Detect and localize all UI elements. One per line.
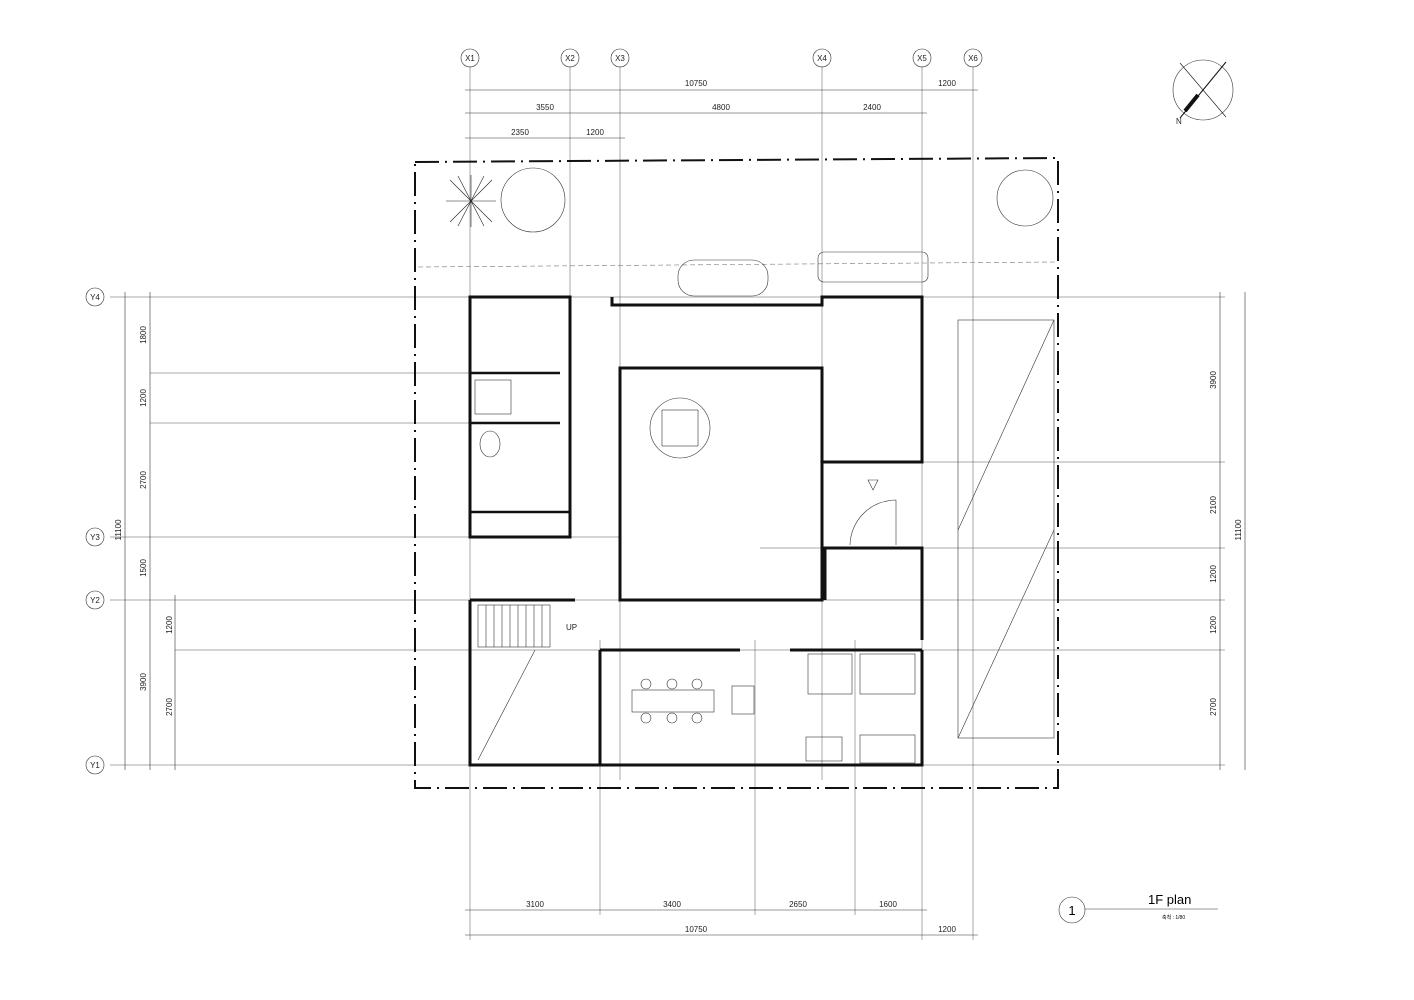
title-block: 1 1F plan 축척 : 1/80 [1058, 892, 1218, 924]
dimension-label: 10750 [685, 79, 708, 88]
dimension-label: 10750 [685, 925, 708, 934]
drawing-title: 1F plan [1148, 892, 1191, 907]
planter-hatched [677, 259, 769, 297]
dimension-label: 2650 [789, 900, 807, 909]
dimension-label: 1200 [1209, 565, 1218, 583]
north-arrow-icon: N [1172, 59, 1234, 126]
dimension-label: 3900 [139, 673, 148, 691]
site-boundary [414, 156, 1059, 789]
dimension-lines [124, 89, 1246, 936]
dimension-label: 2700 [165, 698, 174, 716]
dimension-label: 3550 [536, 103, 554, 112]
landscape [446, 167, 1054, 297]
dimension-label: 2100 [1209, 496, 1218, 514]
dimension-label: 1200 [938, 79, 956, 88]
sink [805, 736, 843, 762]
setback-line [417, 261, 1056, 268]
grid-label: X6 [968, 54, 978, 63]
planter [817, 251, 929, 283]
grid-bubbles: X1 X2 X3 X4 X5 X6 Y4 Y3 Y2 Y1 [85, 48, 983, 775]
dimension-label: 1200 [586, 128, 604, 137]
grid-label: X4 [817, 54, 827, 63]
dimension-label: 1200 [139, 389, 148, 407]
grid-bubble-x3: X3 [610, 48, 630, 68]
furniture: UP [474, 319, 1055, 764]
walls [468, 295, 924, 767]
dimension-label: 3400 [663, 900, 681, 909]
cooktop [731, 685, 755, 715]
dimension-label: 1200 [165, 616, 174, 634]
toilet [479, 430, 501, 458]
grid-bubble-x1: X1 [460, 48, 480, 68]
dimension-label: 1800 [139, 326, 148, 344]
grid-label: X3 [615, 54, 625, 63]
grid-label: Y3 [90, 533, 100, 542]
dimension-labels: 10750 1200 3550 4800 2400 2350 1200 1110… [114, 79, 1243, 934]
grid-label: X1 [465, 54, 475, 63]
dimension-label: 3900 [1209, 371, 1218, 389]
dining-table [631, 689, 715, 713]
grid-bubble-y2: Y2 [85, 590, 105, 610]
dimension-label: 1600 [879, 900, 897, 909]
dimension-label: 2350 [511, 128, 529, 137]
tree-icon [500, 167, 566, 233]
grid-bubble-y4: Y4 [85, 287, 105, 307]
dimension-label: 4800 [712, 103, 730, 112]
dimension-label: 2400 [863, 103, 881, 112]
stair [477, 604, 551, 761]
dimension-label: 1200 [938, 925, 956, 934]
grid-bubble-x4: X4 [812, 48, 832, 68]
grid-bubble-x5: X5 [912, 48, 932, 68]
dimension-label: 1200 [1209, 616, 1218, 634]
dimension-label: 11100 [114, 519, 123, 541]
north-label: N [1176, 117, 1182, 126]
grid-label: Y4 [90, 293, 100, 302]
grid-label: Y1 [90, 761, 100, 770]
dimension-label: 1500 [139, 559, 148, 577]
courtyard-tree-icon [649, 397, 711, 459]
grid-label: X2 [565, 54, 575, 63]
dimension-label: 2700 [1209, 698, 1218, 716]
grid-label: Y2 [90, 596, 100, 605]
palm-tree-icon [446, 175, 496, 227]
grid-bubble-y1: Y1 [85, 755, 105, 775]
drawing-number: 1 [1068, 903, 1075, 918]
grid-bubble-x6: X6 [963, 48, 983, 68]
door-swing [849, 499, 897, 546]
washbasin [474, 379, 512, 415]
dimension-label: 3100 [526, 900, 544, 909]
entrance-marker [867, 479, 879, 491]
dimension-label: 11100 [1234, 519, 1243, 541]
dimension-label: 2700 [139, 471, 148, 489]
parking-area [957, 319, 1055, 739]
courtyard-walls [618, 366, 824, 602]
tree-icon [996, 169, 1054, 227]
drawing-scale: 축척 : 1/80 [1162, 914, 1185, 921]
grid-bubble-y3: Y3 [85, 527, 105, 547]
grid-label: X5 [917, 54, 927, 63]
stair-up-label: UP [566, 623, 577, 632]
grid-bubble-x2: X2 [560, 48, 580, 68]
